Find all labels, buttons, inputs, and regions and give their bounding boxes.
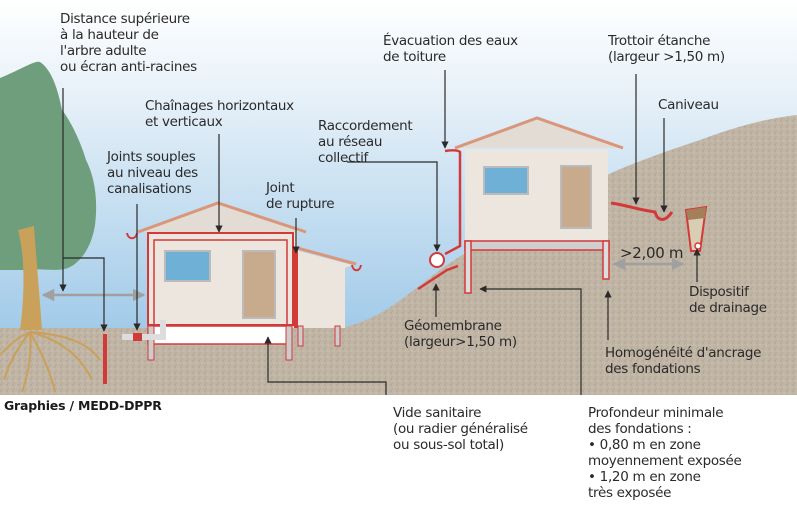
- leader-anti-root: [63, 257, 108, 332]
- label-joints-souples: Joints souples au niveau des canalisatio…: [107, 149, 198, 197]
- right-house: [417, 116, 708, 294]
- leader-profondeur: [479, 285, 582, 418]
- caption-band: [0, 395, 797, 511]
- label-evacuation: Évacuation des eaux de toiture: [383, 33, 518, 65]
- label-chainages: Chaînages horizontaux et verticaux: [145, 98, 294, 130]
- label-raccordement: Raccordement au réseau collectif: [318, 118, 413, 166]
- credit-text: Graphies / MEDD-DPPR: [4, 398, 162, 413]
- anti-root-screen: [103, 334, 107, 384]
- label-joint-rupture: Joint de rupture: [266, 180, 335, 212]
- label-distance-drain: >2,00 m: [620, 244, 684, 262]
- label-tree-distance: Distance supérieure à la hauteur de l'ar…: [60, 11, 197, 75]
- label-profondeur: Profondeur minimale des fondations : • 0…: [588, 405, 742, 501]
- label-homogeneite: Homogénéité d'ancrage des fondations: [605, 345, 762, 377]
- label-caniveau: Caniveau: [658, 97, 719, 113]
- label-trottoir: Trottoir étanche (largeur >1,50 m): [608, 33, 725, 65]
- label-vide-sanitaire: Vide sanitaire (ou radier généralisé ou …: [393, 405, 528, 453]
- leader-raccordement: [347, 161, 441, 252]
- tree: [0, 61, 101, 393]
- left-house: [122, 201, 362, 361]
- label-dispositif: Dispositif de drainage: [689, 284, 767, 316]
- label-geomembrane: Géomembrane (largeur>1,50 m): [404, 318, 517, 350]
